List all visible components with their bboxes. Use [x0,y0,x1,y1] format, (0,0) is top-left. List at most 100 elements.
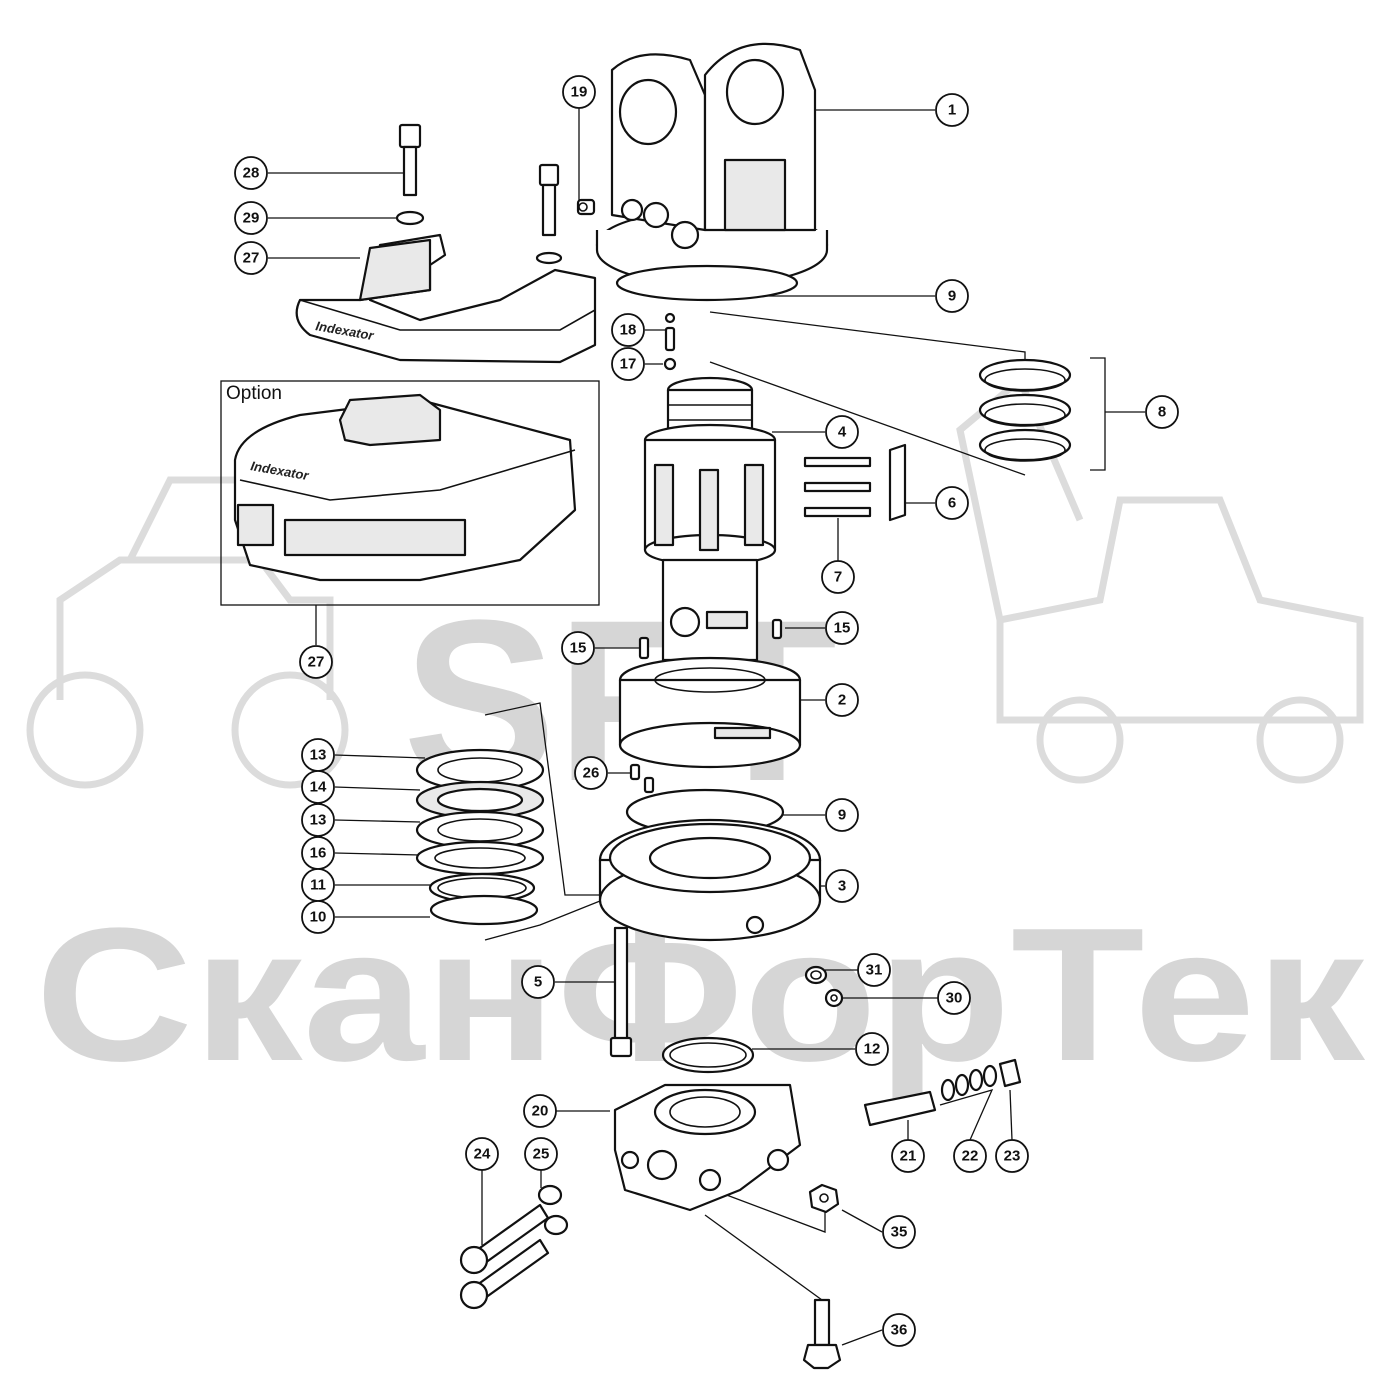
part-spring-18 [664,312,676,352]
part-stator-2 [618,656,802,769]
svg-text:30: 30 [946,990,963,1007]
part-bottom-plate-3 [598,818,822,942]
svg-text:13: 13 [310,747,327,764]
callout-6: 6 [935,486,969,520]
svg-text:35: 35 [891,1224,908,1241]
svg-text:36: 36 [891,1322,908,1339]
callout-26: 26 [574,756,608,790]
callout-9-bottom: 9 [825,798,859,832]
callout-16: 16 [301,836,335,870]
callout-18: 18 [611,313,645,347]
svg-text:3: 3 [838,878,846,895]
svg-text:8: 8 [1158,404,1166,421]
svg-text:20: 20 [532,1103,549,1120]
callout-8: 8 [1145,395,1179,429]
part-nut-35 [808,1183,840,1214]
callout-4: 4 [825,415,859,449]
part-rotor-4 [643,376,777,662]
part-washers-25 [537,1184,569,1236]
svg-text:27: 27 [308,654,325,671]
part-plug-19 [576,198,596,216]
svg-text:13: 13 [310,812,327,829]
svg-text:15: 15 [834,620,851,637]
callout-21: 21 [891,1139,925,1173]
callout-25: 25 [524,1137,558,1171]
callout-28: 28 [234,156,268,190]
svg-text:21: 21 [900,1148,917,1165]
part-filter-21 [863,1090,937,1127]
callout-7: 7 [821,560,855,594]
part-ball-17 [663,357,677,371]
part-springs-7 [803,456,872,518]
callout-15-right: 15 [825,611,859,645]
svg-text:16: 16 [310,845,327,862]
svg-text:2: 2 [838,692,846,709]
part-bolt-5 [609,926,633,1058]
svg-text:1: 1 [948,102,956,119]
svg-text:11: 11 [310,877,326,894]
part-bolt-28b [535,163,563,265]
part-pins-26 [629,763,655,794]
part-seal-set-8 [978,358,1072,462]
callout-14: 14 [301,770,335,804]
part-swivel-20 [613,1083,802,1212]
callout-22: 22 [953,1139,987,1173]
part-nipple-30 [824,988,844,1008]
svg-text:29: 29 [243,210,260,227]
svg-text:28: 28 [243,165,260,182]
svg-text:26: 26 [583,765,600,782]
part-vane-6 [888,443,907,522]
callout-15-left: 15 [561,631,595,665]
part-bolts-24 [459,1203,550,1310]
callout-3: 3 [825,869,859,903]
callout-13-top: 13 [301,738,335,772]
part-guard-27: Indexator [295,233,597,364]
svg-text:12: 12 [864,1041,881,1058]
svg-text:25: 25 [533,1146,550,1163]
callout-30: 30 [937,981,971,1015]
svg-text:23: 23 [1004,1148,1021,1165]
svg-text:22: 22 [962,1148,979,1165]
callout-27-option: 27 [299,645,333,679]
callout-5: 5 [521,965,555,999]
part-washers-22 [940,1064,998,1102]
part-ring-31 [804,965,828,985]
part-ring-12 [661,1036,755,1074]
callout-24: 24 [465,1137,499,1171]
svg-text:15: 15 [570,640,587,657]
part-bolt-36 [802,1298,842,1370]
callout-2: 2 [825,683,859,717]
callout-17: 17 [611,347,645,381]
svg-text:24: 24 [474,1146,491,1163]
svg-text:17: 17 [620,356,637,373]
svg-text:10: 10 [310,909,327,926]
svg-text:19: 19 [571,84,588,101]
callout-1: 1 [935,93,969,127]
callout-20: 20 [523,1094,557,1128]
svg-text:31: 31 [866,962,883,979]
callout-10: 10 [301,900,335,934]
svg-text:14: 14 [310,779,327,796]
part-pin-15b [771,618,783,640]
callout-36: 36 [882,1313,916,1347]
svg-text:7: 7 [834,569,842,586]
callout-31: 31 [857,953,891,987]
part-plug-23 [998,1058,1022,1088]
svg-text:27: 27 [243,250,260,267]
part-top-link [595,42,829,302]
callouts: 1 9 8 4 6 7 15 15 2 9 3 26 19 28 29 27 2… [234,75,1179,1347]
part-bearing-stack [415,748,545,926]
svg-text:18: 18 [620,322,637,339]
svg-text:9: 9 [838,807,846,824]
callout-27-top: 27 [234,241,268,275]
svg-text:5: 5 [534,974,542,991]
callout-12: 12 [855,1032,889,1066]
svg-text:6: 6 [948,495,956,512]
callout-23: 23 [995,1139,1029,1173]
svg-text:4: 4 [838,424,847,441]
callout-29: 29 [234,201,268,235]
svg-text:9: 9 [948,288,956,305]
option-label: Option [226,383,282,404]
callout-11: 11 [301,868,335,902]
